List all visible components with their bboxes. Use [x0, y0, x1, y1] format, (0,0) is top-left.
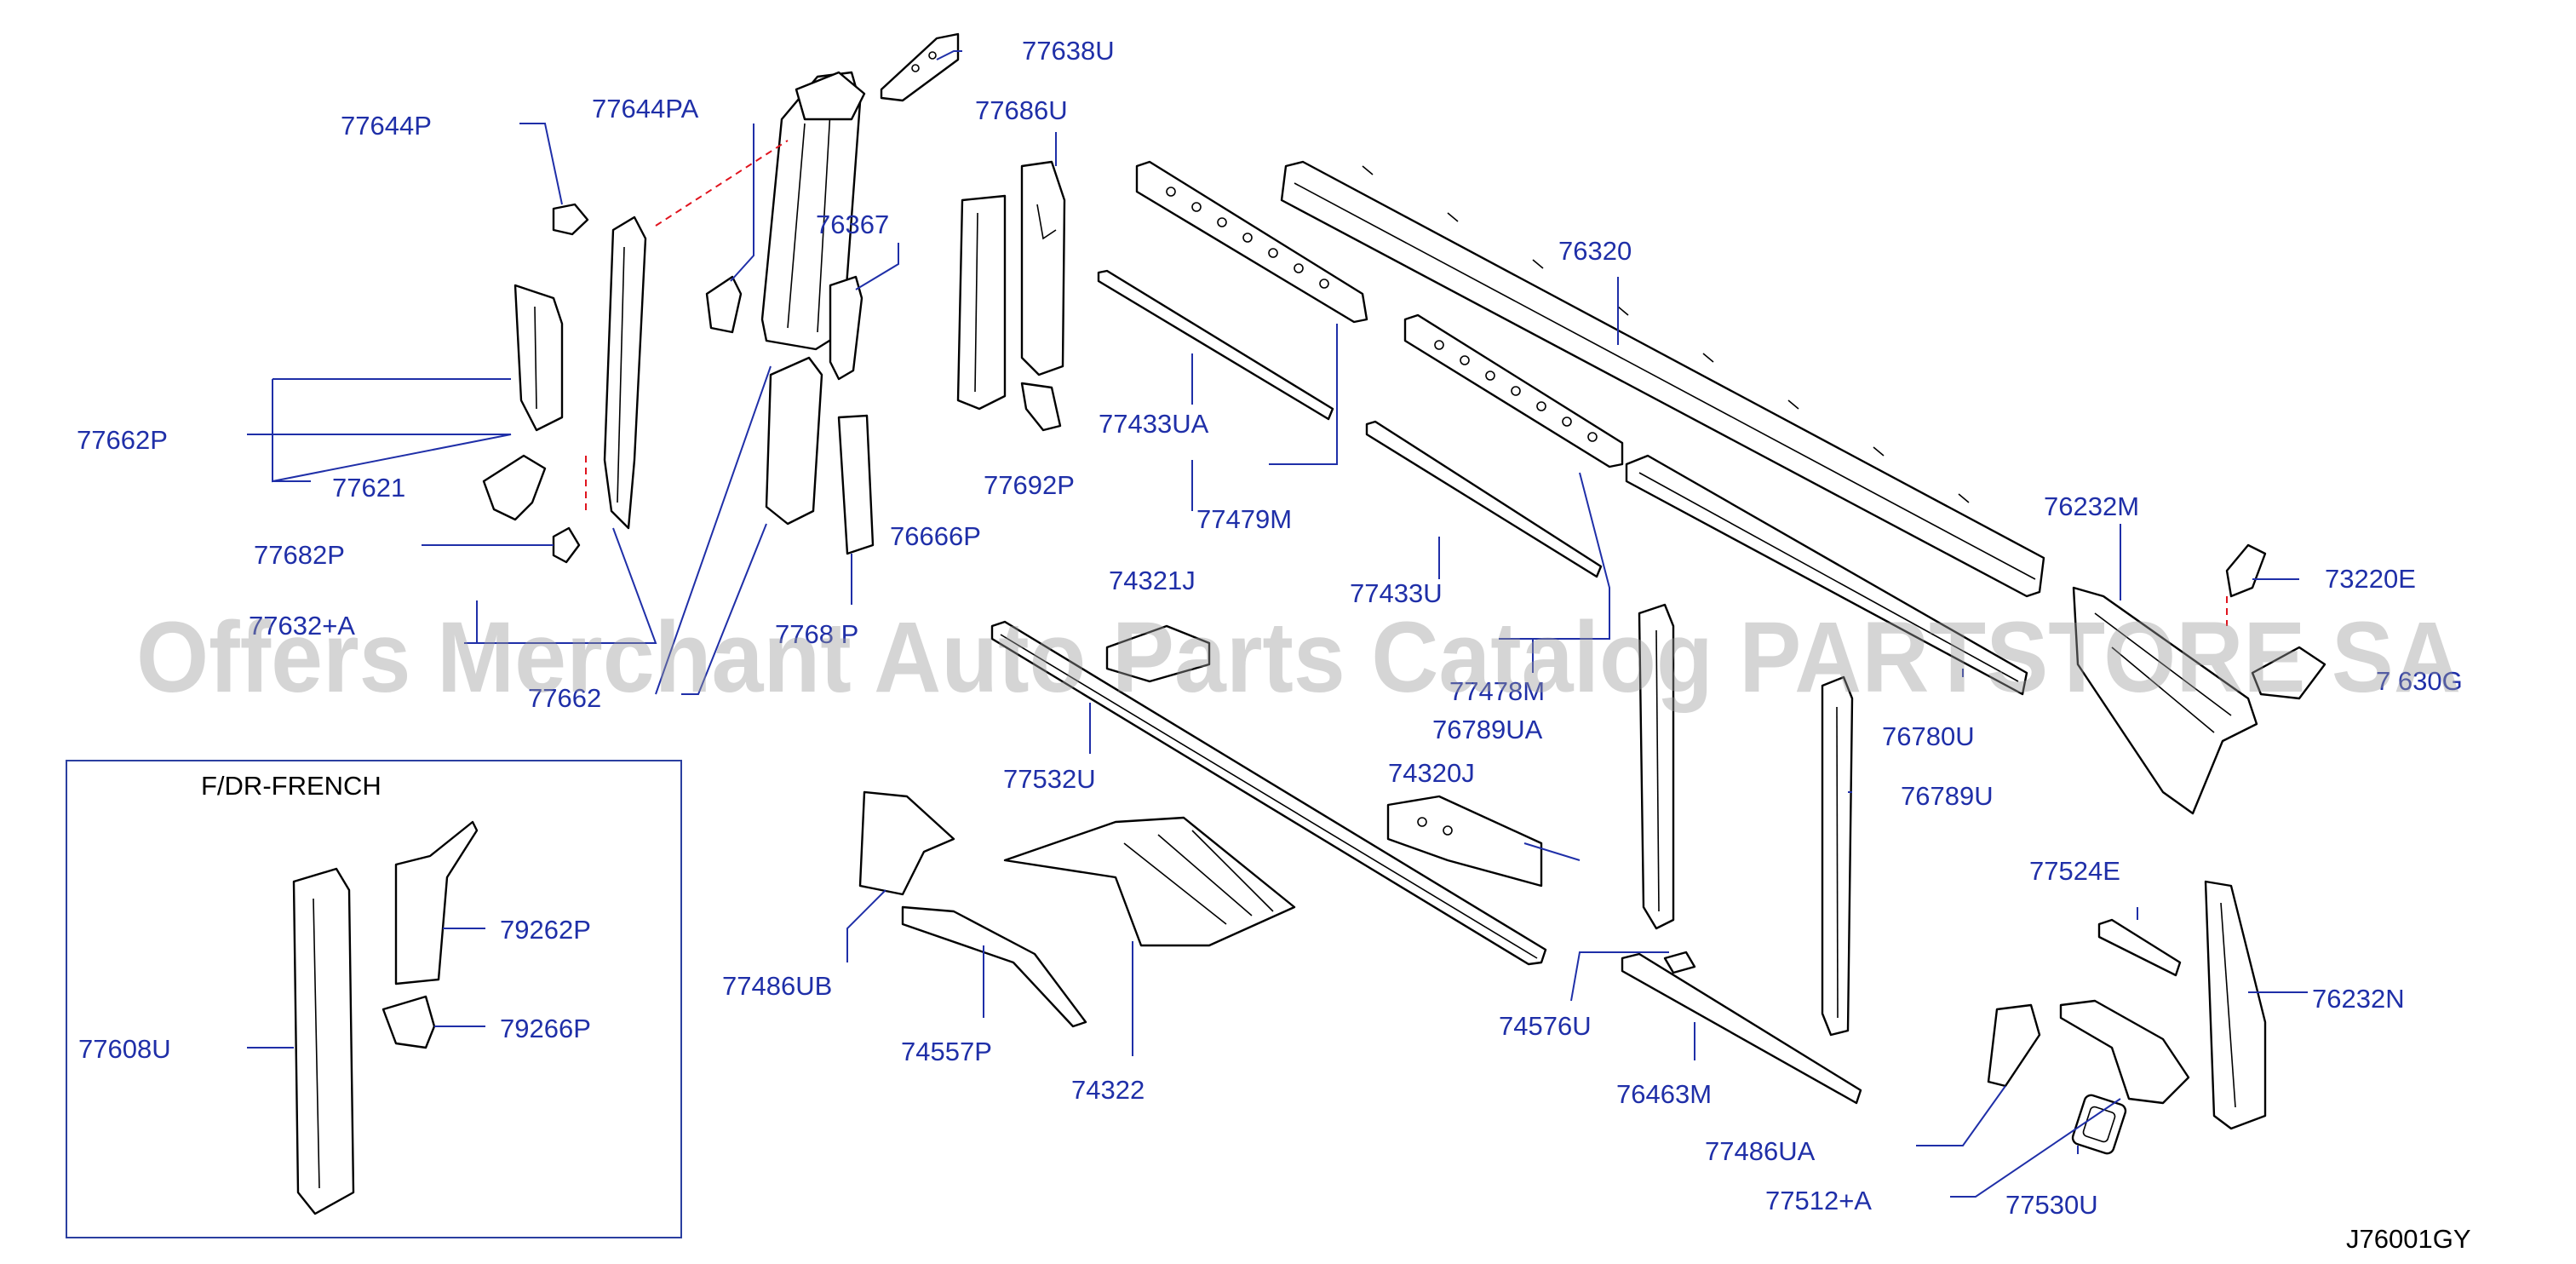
part-7x630G: [2251, 646, 2326, 700]
label-77644P[interactable]: 77644P: [341, 111, 432, 141]
part-77638U: [880, 32, 960, 102]
part-labels: 77638U 77644PA 77644P 77686U 76367 76320…: [77, 36, 2463, 1220]
label-76780U[interactable]: 76780U: [1882, 721, 1975, 751]
label-77608U[interactable]: 77608U: [78, 1034, 171, 1064]
part-77532U: [990, 620, 1547, 966]
part-74322: [1003, 816, 1296, 947]
part-77662P: [513, 284, 564, 432]
label-74322[interactable]: 74322: [1071, 1075, 1145, 1105]
label-77433UA[interactable]: 77433UA: [1099, 409, 1209, 439]
part-77433U: [1365, 420, 1603, 578]
part-77644P: [552, 203, 589, 236]
label-77686U[interactable]: 77686U: [975, 95, 1068, 125]
label-73220E[interactable]: 73220E: [2325, 564, 2416, 594]
part-76367: [829, 275, 863, 381]
label-74320J[interactable]: 74320J: [1388, 758, 1475, 788]
label-77524E[interactable]: 77524E: [2029, 856, 2120, 886]
inset-panel: F/DR-FRENCH: [66, 760, 682, 1238]
diagram-code: J76001GY: [2346, 1224, 2471, 1254]
part-76463M: [1621, 952, 1862, 1105]
label-77644PA[interactable]: 77644PA: [592, 94, 699, 124]
label-7x630G[interactable]: 7 630G: [2376, 666, 2463, 696]
part-77530U: [2071, 1094, 2127, 1155]
label-77530U[interactable]: 77530U: [2005, 1190, 2098, 1220]
part-7768xP: [765, 356, 875, 555]
part-73220E: [2225, 543, 2267, 598]
label-77486UA[interactable]: 77486UA: [1705, 1136, 1816, 1166]
label-77662[interactable]: 77662: [528, 683, 601, 713]
watermark: Offers Merchant Auto Parts Catalog PARTS…: [136, 601, 2461, 714]
label-74557P[interactable]: 74557P: [901, 1037, 992, 1066]
part-74320J: [1386, 795, 1543, 888]
label-77621[interactable]: 77621: [332, 473, 405, 503]
part-76232N: [2204, 880, 2267, 1130]
label-77532U[interactable]: 77532U: [1003, 764, 1096, 794]
part-74557P: [901, 905, 1087, 1028]
part-79266P: [382, 995, 436, 1049]
label-76463M[interactable]: 76463M: [1616, 1079, 1712, 1109]
part-77524E: [2097, 918, 2182, 977]
label-77478M[interactable]: 77478M: [1449, 676, 1545, 706]
label-77479M[interactable]: 77479M: [1196, 504, 1292, 534]
label-76367[interactable]: 76367: [816, 210, 889, 239]
part-77692P: [1020, 382, 1062, 432]
part-74321J: [1105, 624, 1211, 683]
label-7768xP[interactable]: 7768 P: [775, 619, 858, 649]
part-77621: [482, 454, 547, 521]
part-79262P: [394, 820, 479, 985]
part-76789UA: [1638, 603, 1675, 930]
part-76320: [1280, 160, 2045, 598]
part-77686U: [1020, 160, 1066, 376]
label-74576U[interactable]: 74576U: [1499, 1011, 1592, 1041]
label-77692P[interactable]: 77692P: [984, 470, 1075, 500]
label-79262P[interactable]: 79262P: [500, 915, 591, 945]
part-77486UB: [858, 790, 955, 896]
label-76232M[interactable]: 76232M: [2044, 491, 2139, 521]
part-77486UA: [1987, 1003, 2041, 1088]
part-76780U: [1625, 454, 2028, 696]
part-77479M: [1135, 160, 1368, 324]
label-76666P[interactable]: 76666P: [890, 521, 981, 551]
inset-title: F/DR-FRENCH: [201, 771, 382, 801]
label-77486UB[interactable]: 77486UB: [722, 971, 832, 1001]
part-76789U: [1821, 675, 1854, 1037]
part-77433UA: [1097, 269, 1334, 421]
part-77478M: [1403, 313, 1624, 468]
label-77632A[interactable]: 77632+A: [249, 611, 355, 641]
part-74576U: [1663, 951, 1696, 974]
label-76320[interactable]: 76320: [1558, 236, 1632, 266]
label-77433U[interactable]: 77433U: [1350, 578, 1443, 608]
label-76789U[interactable]: 76789U: [1901, 781, 1994, 811]
part-77644PA-trim: [705, 275, 743, 334]
label-77512A[interactable]: 77512+A: [1765, 1186, 1872, 1215]
label-77638U[interactable]: 77638U: [1022, 36, 1115, 66]
part-76666P: [956, 194, 1007, 411]
label-77682P[interactable]: 77682P: [254, 540, 345, 570]
part-77608U: [292, 867, 355, 1215]
label-77662P[interactable]: 77662P: [77, 425, 168, 455]
part-77662: [603, 215, 647, 530]
red-dash-lines: [585, 140, 2228, 626]
label-76789UA[interactable]: 76789UA: [1432, 715, 1543, 744]
part-77512A: [2059, 999, 2190, 1105]
label-76232N[interactable]: 76232N: [2312, 984, 2405, 1014]
label-79266P[interactable]: 79266P: [500, 1014, 591, 1043]
label-74321J[interactable]: 74321J: [1109, 566, 1196, 595]
leader-lines: [247, 50, 2308, 1198]
part-77682P: [552, 526, 581, 564]
part-76232M: [2072, 586, 2258, 815]
